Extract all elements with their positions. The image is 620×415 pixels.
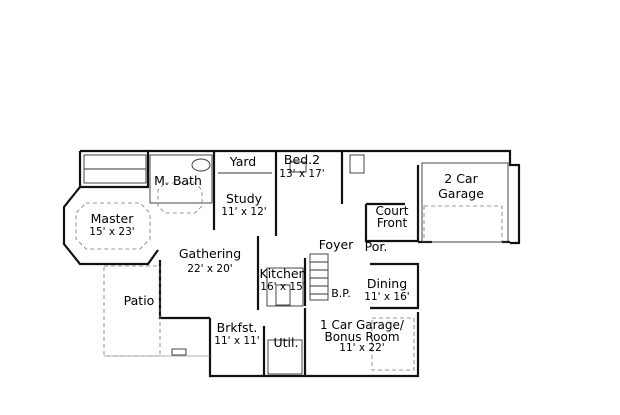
room-dimensions: 11' x 22' (339, 342, 385, 354)
room-court-front: Court Front (368, 205, 416, 229)
room-dimensions: 16' x 15' (260, 281, 306, 293)
room-kitchen: Kitchen 16' x 15' (254, 266, 312, 294)
room-dimensions: 11' x 16' (364, 291, 410, 303)
room-label: Kitchen (259, 266, 307, 281)
room-label: Dining (366, 276, 408, 291)
room-label: Foyer (318, 237, 354, 252)
room-label: Util. (273, 335, 299, 350)
room-label: Master (90, 211, 134, 226)
room-utility: Util. (268, 336, 304, 350)
room-breakfast: Brkfst. 11' x 11' (208, 320, 266, 348)
room-label: Brkfst. (216, 320, 258, 335)
room-dimensions: 11' x 12' (221, 206, 267, 218)
room-butler-pantry: B.P. (326, 288, 356, 300)
room-one-car-garage: 1 Car Garage/ Bonus Room 11' x 22' (308, 319, 416, 354)
room-dining: Dining 11' x 16' (356, 276, 418, 304)
room-label: M. Bath (154, 173, 202, 188)
room-porch: Por. (360, 240, 392, 254)
room-label-line2: Garage (438, 186, 484, 201)
room-dimensions: 13' x 17' (279, 168, 325, 180)
room-label-line2: Front (376, 216, 408, 230)
room-label: 2 Car (444, 171, 478, 186)
interior-details (75, 154, 509, 375)
room-label: Study (225, 191, 263, 206)
room-dimensions: 22' x 20' (187, 263, 233, 275)
room-label: Bed.2 (283, 152, 321, 167)
room-dimensions: 11' x 11' (214, 335, 260, 347)
room-foyer: Foyer (312, 238, 360, 252)
room-label: B.P. (331, 287, 351, 300)
room-label: Por. (364, 239, 388, 254)
room-label-line2: Bonus Room (324, 330, 400, 344)
room-label: Patio (123, 293, 155, 308)
room-dimensions: 15' x 23' (89, 226, 135, 238)
room-master: Master 15' x 23' (82, 212, 142, 239)
room-bed2: Bed.2 13' x 17' (272, 152, 332, 181)
room-gathering: Gathering 22' x 20' (170, 246, 250, 276)
room-two-car-garage: 2 Car Garage (428, 171, 494, 201)
exterior-walls (62, 149, 521, 378)
room-yard: Yard (220, 155, 266, 169)
room-study: Study 11' x 12' (216, 191, 272, 218)
room-label: 1 Car Garage/ (320, 318, 404, 332)
room-patio: Patio (116, 294, 162, 308)
room-m-bath: M. Bath (150, 174, 206, 188)
room-label: Court (375, 204, 409, 218)
room-label: Yard (229, 154, 257, 169)
room-label: Gathering (178, 246, 242, 261)
